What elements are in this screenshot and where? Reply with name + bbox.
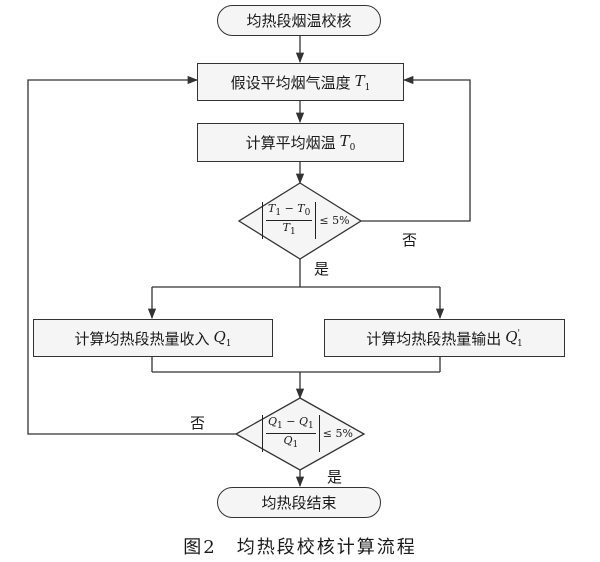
check1-num-a: T	[268, 202, 276, 215]
end-label: 均热段结束	[261, 494, 337, 512]
heat-output-text: 计算均热段热量输出	[366, 329, 502, 348]
check1-minus: −	[281, 202, 298, 215]
check2-no-label: 否	[190, 414, 206, 432]
heat-output-var: Q	[505, 327, 518, 346]
heat-output-prime: '	[517, 328, 521, 339]
check1-rhs: ≤ 5%	[319, 214, 350, 228]
assume-text: 假设平均烟气温度	[230, 73, 351, 92]
assume-sub: 1	[364, 82, 371, 93]
heat-income-var: Q	[213, 327, 226, 346]
heat-income-box: 计算均热段热量收入 Q1	[33, 319, 273, 357]
check2-num-a: Q	[268, 415, 278, 428]
heat-income-sub: 1	[225, 338, 232, 349]
assume-temp-box: 假设平均烟气温度 T1	[197, 63, 404, 101]
check1-den: T	[282, 221, 290, 235]
check1-no-label: 否	[402, 231, 418, 249]
start-label: 均热段烟温校核	[246, 12, 352, 30]
check2-minus: −	[282, 415, 299, 428]
compute-temp-sub: 0	[349, 143, 356, 153]
check2-num-a-sub: 1	[277, 421, 283, 432]
end-terminal: 均热段结束	[217, 487, 381, 518]
compute-temp-var: T	[339, 132, 350, 150]
check1-num-b: T	[297, 202, 305, 215]
check1-yes-label: 是	[314, 260, 330, 278]
compute-temp-box: 计算平均烟温 T0	[197, 123, 404, 162]
compute-temp-text: 计算平均烟温	[245, 134, 336, 152]
check1-num-b-sub: 0	[304, 208, 311, 219]
check2-condition: Q1 − Q1 Q1 ≤ 5%	[262, 415, 353, 453]
assume-var: T	[354, 71, 365, 90]
check2-yes-label: 是	[327, 468, 343, 486]
check1-num-a-sub: 1	[275, 208, 282, 219]
check2-den-sub: 1	[292, 440, 299, 451]
arrow-check2-no-loop	[27, 75, 236, 435]
start-terminal: 均热段烟温校核	[217, 5, 381, 36]
check2-den: Q	[283, 434, 293, 448]
check1-den-sub: 1	[289, 227, 296, 238]
heat-output-sub: 1	[517, 338, 523, 349]
check2-rhs: ≤ 5%	[322, 427, 353, 441]
figure-caption: 图2 均热段校核计算流程	[183, 537, 417, 558]
heat-output-box: 计算均热段热量输出 Q'1	[324, 319, 565, 357]
heat-income-text: 计算均热段热量收入	[74, 329, 210, 348]
arrow-check1-no-loop	[361, 75, 471, 222]
check2-num-b: Q	[298, 415, 309, 428]
check1-condition: T1 − T0 T1 ≤ 5%	[262, 202, 350, 240]
check2-num-b-sub: 1	[308, 421, 314, 432]
